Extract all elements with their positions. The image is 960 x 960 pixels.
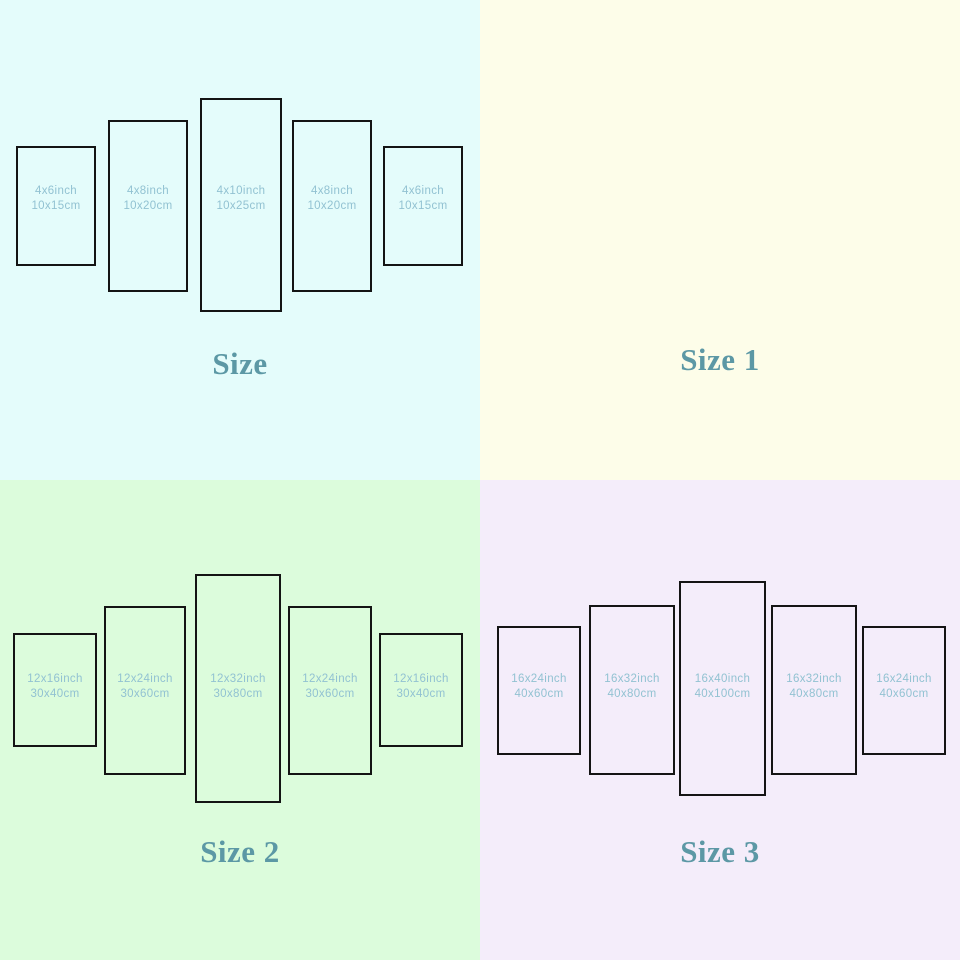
size-panel xyxy=(679,581,766,796)
size-panel xyxy=(383,146,463,266)
size-panel xyxy=(104,606,186,775)
quadrant-title-size: Size xyxy=(212,346,268,381)
size-panel xyxy=(771,605,857,775)
size-panel xyxy=(862,626,946,755)
size-panel xyxy=(200,98,282,312)
size-panel xyxy=(16,146,96,266)
size-panel xyxy=(108,120,188,292)
size-panel xyxy=(589,605,675,775)
size-panel xyxy=(13,633,97,747)
quadrant-title-size-3: Size 3 xyxy=(680,834,760,869)
size-panel xyxy=(288,606,372,775)
quadrant-title-size-1: Size 1 xyxy=(680,342,760,377)
quadrant-size-1: 8x14inch20x35cm8x18inch20x45cm8x22inch20… xyxy=(480,0,960,480)
size-panel xyxy=(497,626,581,755)
size-panel xyxy=(379,633,463,747)
size-panel xyxy=(292,120,372,292)
quadrant-title-size-2: Size 2 xyxy=(200,834,280,869)
panel-stage-size-1: 8x14inch20x35cm8x18inch20x45cm8x22inch20… xyxy=(480,0,960,480)
size-panel xyxy=(195,574,281,803)
